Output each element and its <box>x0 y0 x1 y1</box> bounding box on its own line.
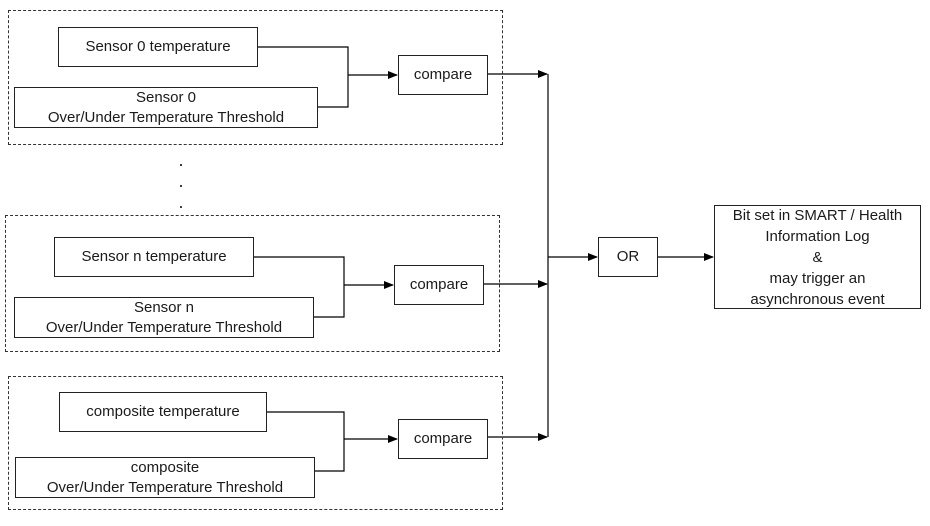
composite-temperature-box: composite temperature <box>59 392 267 432</box>
sensor-0-group <box>8 10 503 145</box>
composite-connector <box>267 411 345 439</box>
result-box: Bit set in SMART / Health Information Lo… <box>714 205 921 309</box>
compare-0-box: compare <box>398 55 488 95</box>
sensor-n-temperature-box: Sensor n temperature <box>54 237 254 277</box>
threshold-0-connector <box>318 75 349 108</box>
threshold-n-connector <box>314 285 345 318</box>
sensor-0-threshold-box: Sensor 0 Over/Under Temperature Threshol… <box>14 87 318 128</box>
composite-threshold-box: composite Over/Under Temperature Thresho… <box>15 457 315 498</box>
ellipsis-dots: . . . <box>178 150 184 212</box>
sensor-0-connector <box>258 46 349 75</box>
sensor-n-connector <box>254 256 345 285</box>
compare-composite-box: compare <box>398 419 488 459</box>
composite-group <box>8 376 503 510</box>
sensor-n-group <box>5 215 500 352</box>
composite-threshold-connector <box>315 439 345 472</box>
or-gate-box: OR <box>598 237 658 277</box>
compare-n-box: compare <box>394 265 484 305</box>
sensor-0-temperature-box: Sensor 0 temperature <box>58 27 258 67</box>
sensor-n-threshold-box: Sensor n Over/Under Temperature Threshol… <box>14 297 314 338</box>
